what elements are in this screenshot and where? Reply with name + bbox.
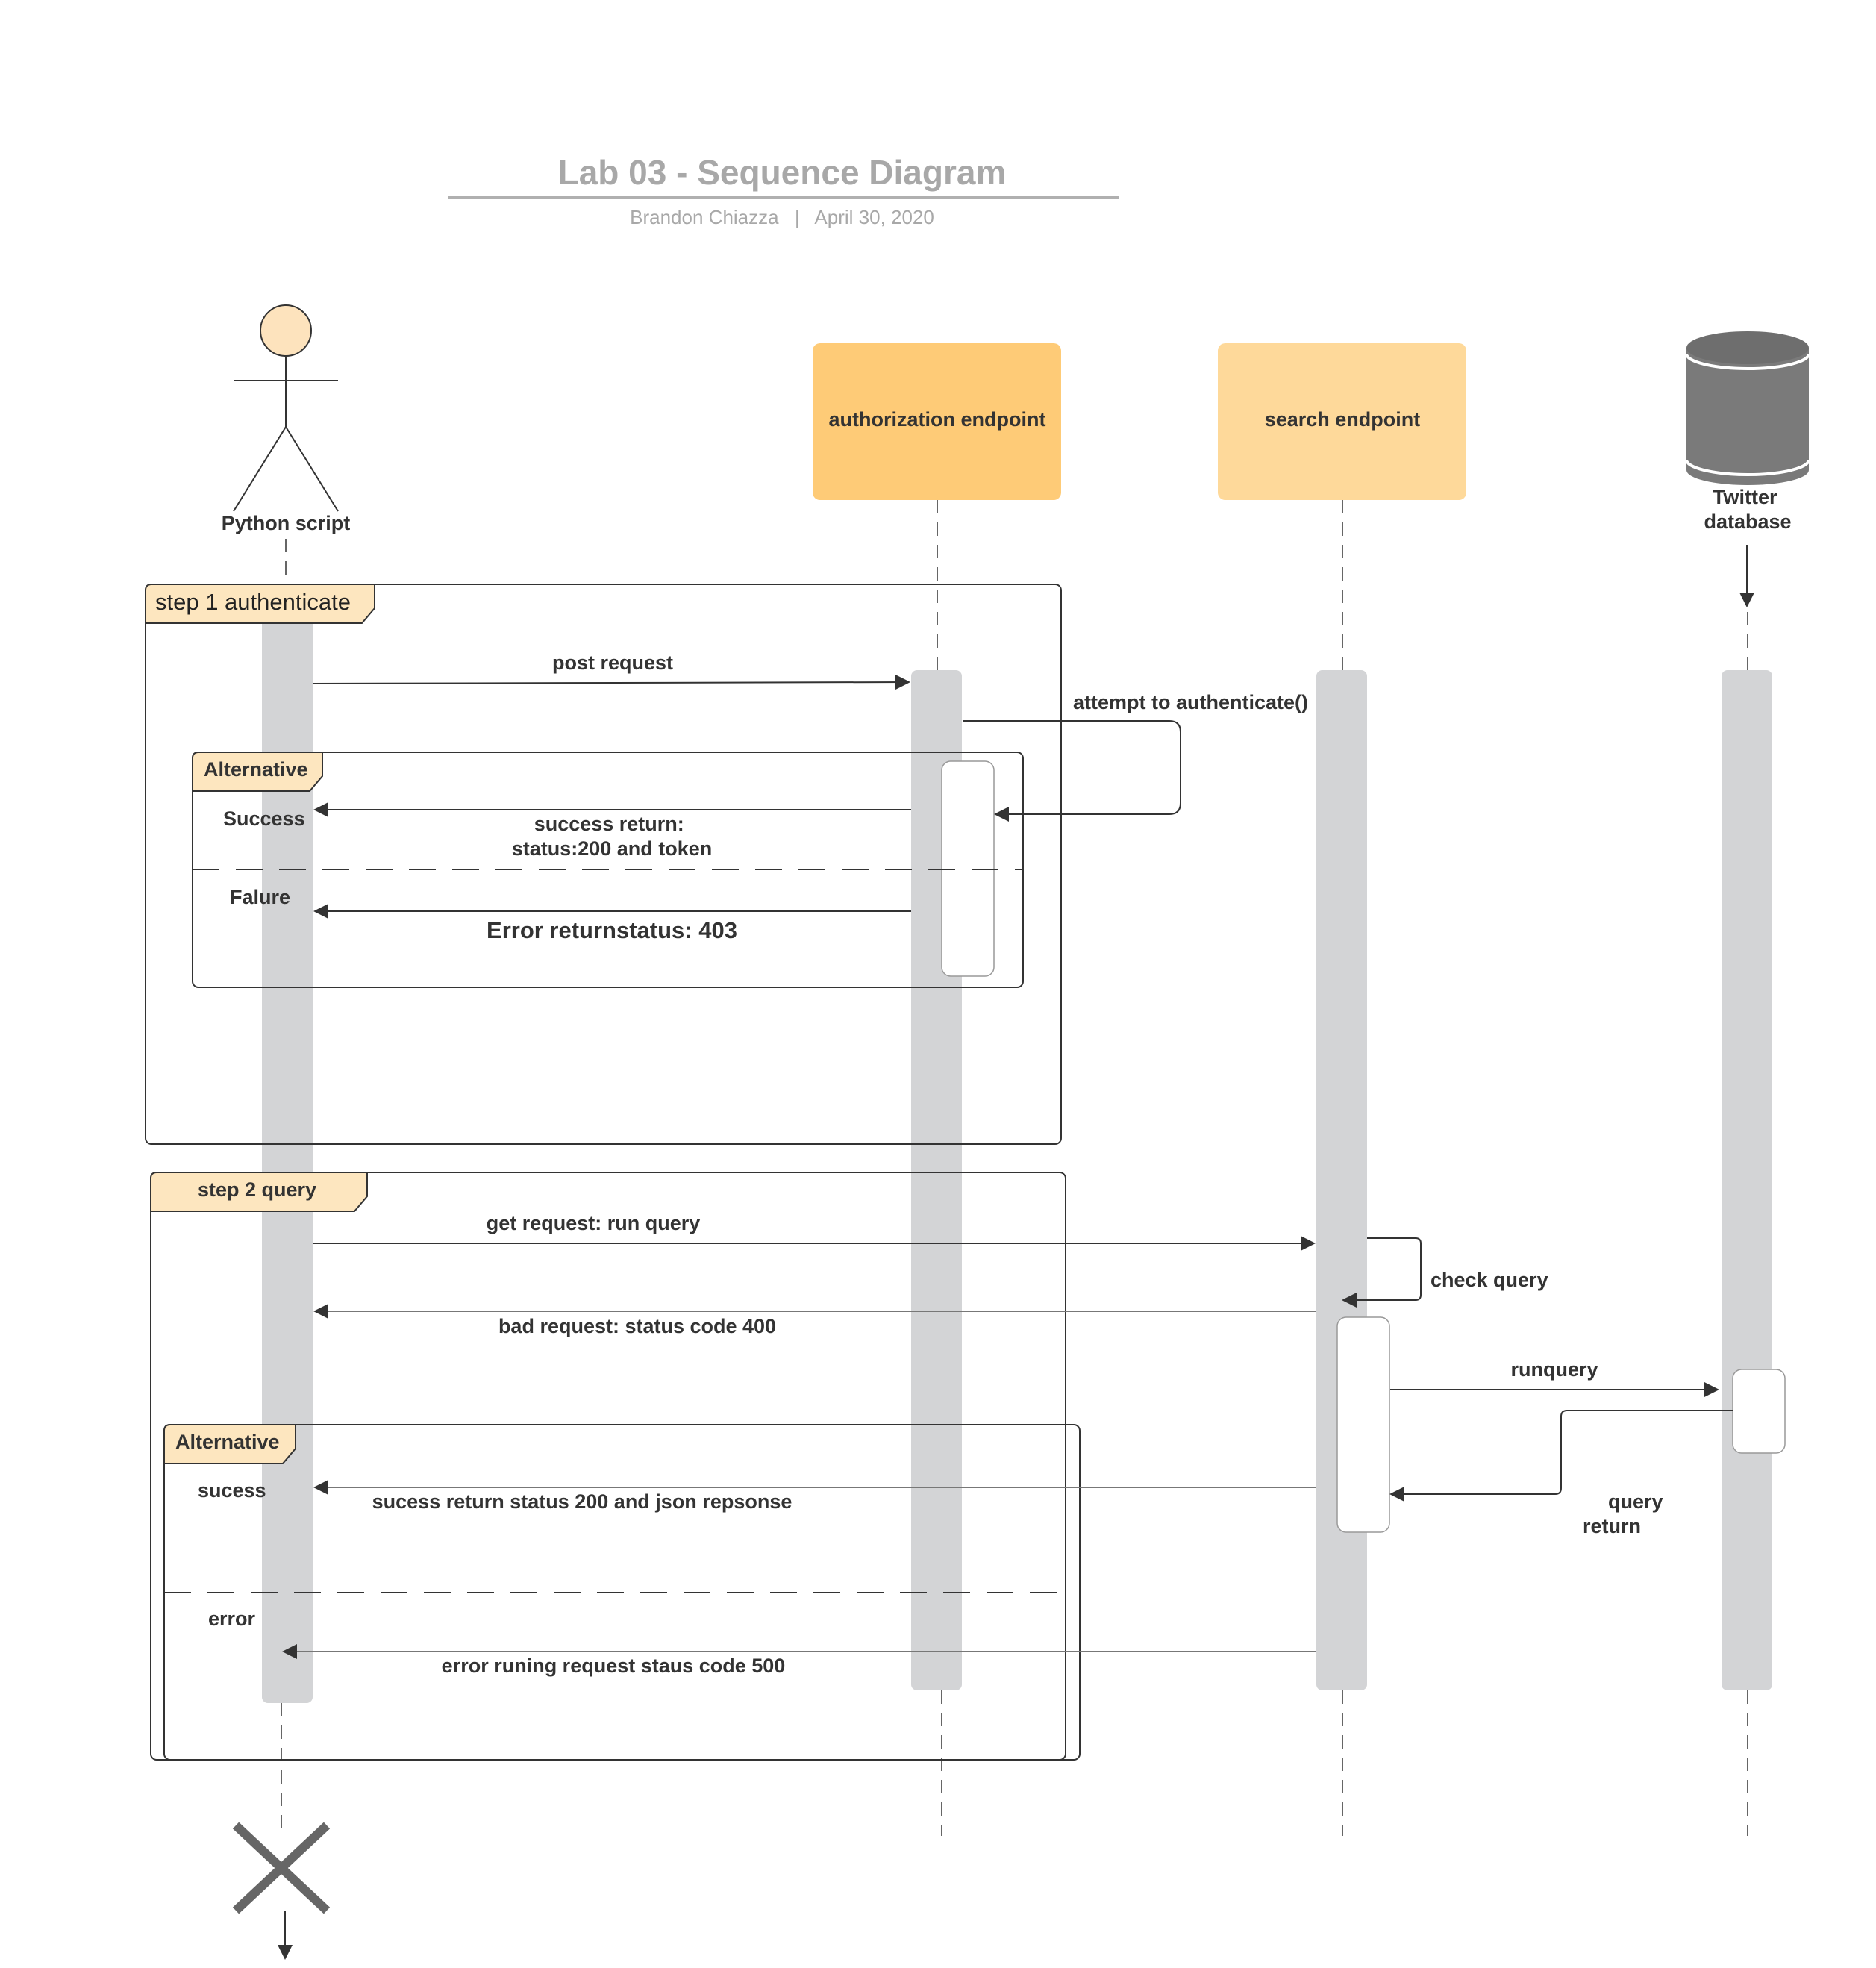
participant-twitter-database: Twitter database bbox=[1685, 331, 1810, 607]
database-icon bbox=[1686, 348, 1809, 485]
guard-failure-1: Falure bbox=[230, 886, 290, 908]
frame-alt1-tab bbox=[192, 752, 323, 792]
frame-step2-tab bbox=[150, 1172, 368, 1212]
actor-head bbox=[260, 304, 312, 357]
actor-label: Python script bbox=[222, 512, 351, 534]
msg-attempt-auth-arrow bbox=[963, 720, 1181, 822]
frame-step1-tab bbox=[145, 584, 375, 624]
frame-alt2: Alternative sucess error bbox=[163, 1424, 1081, 1761]
lifelines bbox=[281, 500, 1748, 1836]
msg-success-json: sucess return status 200 and json repson… bbox=[372, 1490, 792, 1513]
msg-error-return: Error returnstatus: 403 bbox=[487, 917, 737, 943]
lifeline-terminator bbox=[232, 1822, 331, 1960]
msg-attempt-auth: attempt to authenticate() bbox=[1073, 691, 1308, 713]
subtitle-separator: | bbox=[795, 206, 800, 228]
database-rim bbox=[1685, 353, 1810, 370]
database-band bbox=[1685, 459, 1810, 476]
terminator-x-stroke-2 bbox=[232, 1822, 331, 1914]
message-labels: post request attempt to authenticate() s… bbox=[372, 652, 1669, 1677]
msg-success-return-line2: status:200 and token bbox=[512, 837, 713, 860]
database-top bbox=[1686, 331, 1809, 364]
frame-alt2-tab bbox=[163, 1424, 296, 1464]
subtitle: Brandon Chiazza | April 30, 2020 bbox=[630, 206, 934, 228]
frame-alt1: Alternative Success Falure bbox=[192, 752, 1024, 988]
db-activation bbox=[1722, 670, 1772, 1690]
auth-label: authorization endpoint bbox=[829, 408, 1046, 431]
author: Brandon Chiazza bbox=[630, 206, 779, 228]
msg-check-query-arrow bbox=[1342, 1237, 1422, 1308]
db-self-activation bbox=[1732, 1369, 1786, 1454]
msg-query-return-line1: query bbox=[1608, 1490, 1663, 1513]
search-activation bbox=[1316, 670, 1367, 1690]
database-label-line1: Twitter bbox=[1713, 486, 1777, 508]
search-self-activation bbox=[1336, 1316, 1390, 1533]
participant-search-endpoint: search endpoint bbox=[1218, 343, 1466, 500]
database-label: Twitter database bbox=[1704, 486, 1791, 533]
guard-error-2: error bbox=[208, 1608, 256, 1630]
frame-step2: step 2 query bbox=[150, 1172, 1066, 1761]
msg-runquery: runquery bbox=[1510, 1358, 1598, 1381]
msg-post-request-arrow bbox=[313, 675, 910, 690]
auth-box bbox=[813, 343, 1061, 500]
actor-leg-right bbox=[285, 426, 339, 512]
msg-post-request: post request bbox=[552, 652, 673, 674]
frame-step1-border bbox=[145, 584, 1062, 1145]
frame-step1-label: step 1 authenticate bbox=[155, 589, 351, 615]
frame-alt2-label: Alternative bbox=[175, 1431, 280, 1453]
activation-bars bbox=[262, 612, 1772, 1703]
msg-query-return-line2: return bbox=[1583, 1515, 1641, 1537]
actor-python-script: Python script bbox=[222, 304, 351, 534]
messages bbox=[282, 675, 1733, 1659]
msg-success-return-line1: success return: bbox=[534, 813, 684, 835]
frame-alt1-label: Alternative bbox=[204, 758, 308, 781]
guard-success-1: Success bbox=[223, 807, 305, 830]
search-label: search endpoint bbox=[1265, 408, 1421, 431]
msg-get-request: get request: run query bbox=[487, 1212, 701, 1234]
search-box bbox=[1218, 343, 1466, 500]
database-label-line2: database bbox=[1704, 510, 1791, 533]
date: April 30, 2020 bbox=[814, 206, 934, 228]
msg-query-return-arrow bbox=[1389, 1410, 1733, 1502]
page-title: Lab 03 - Sequence Diagram bbox=[558, 153, 1007, 192]
msg-check-query: check query bbox=[1431, 1269, 1548, 1291]
msg-error-500: error runing request staus code 500 bbox=[442, 1655, 786, 1677]
frame-step2-label: step 2 query bbox=[198, 1178, 316, 1201]
msg-query-return: query return bbox=[1583, 1490, 1669, 1537]
msg-bad-request: bad request: status code 400 bbox=[498, 1315, 776, 1337]
participant-authorization-endpoint: authorization endpoint bbox=[813, 343, 1061, 500]
frame-step1: step 1 authenticate bbox=[145, 584, 1062, 1145]
actor-leg-left bbox=[233, 426, 287, 512]
guard-success-2: sucess bbox=[198, 1479, 266, 1502]
msg-success-return: success return: status:200 and token bbox=[512, 813, 713, 860]
